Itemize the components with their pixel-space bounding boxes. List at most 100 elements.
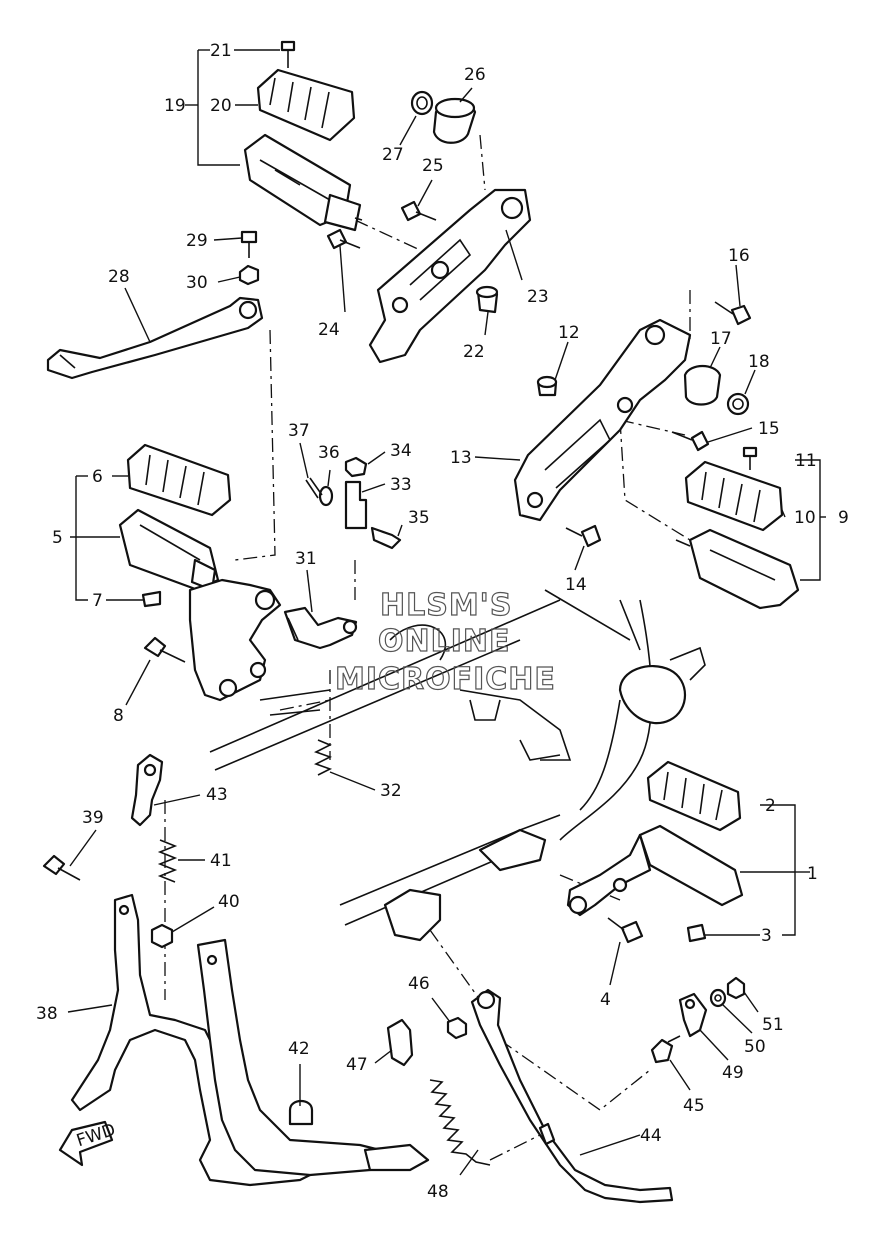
fwd-arrow-icon: FWD — [58, 1120, 118, 1167]
washer-36 — [318, 485, 334, 507]
callout-50: 50 — [744, 1037, 766, 1057]
watermark-line-2: ONLINE — [378, 624, 511, 659]
bolt-35 — [370, 526, 402, 550]
side-stand-44 — [470, 988, 674, 1204]
callout-3: 3 — [761, 926, 772, 946]
pedal-28 — [46, 296, 264, 380]
bolt-16 — [714, 301, 752, 326]
cap-42 — [288, 1099, 314, 1126]
rubber-26 — [432, 97, 477, 144]
bolt-15 — [671, 430, 710, 452]
plate-47 — [386, 1018, 414, 1067]
washer-50 — [709, 988, 727, 1008]
bracket-23 — [368, 188, 532, 364]
callout-2: 2 — [765, 796, 776, 816]
callout-33: 33 — [390, 475, 412, 495]
callout-12: 12 — [558, 323, 580, 343]
footrest-5 — [118, 508, 220, 592]
callout-leaders — [67, 49, 826, 1176]
callout-10: 10 — [794, 508, 816, 528]
footrest-rubber-6 — [126, 443, 232, 517]
callout-44: 44 — [640, 1126, 662, 1146]
callout-18: 18 — [748, 352, 770, 372]
bracket-13 — [513, 318, 692, 522]
callout-29: 29 — [186, 231, 208, 251]
bolt-29 — [240, 230, 258, 258]
callout-11: 11 — [795, 451, 817, 471]
watermark: HLSM'S ONLINE MICROFICHE — [334, 587, 556, 697]
footrest-rubber-2 — [646, 760, 742, 832]
callout-35: 35 — [408, 508, 430, 528]
collar-18 — [726, 392, 750, 416]
collar-27 — [410, 90, 434, 116]
callout-37: 37 — [288, 421, 310, 441]
callout-14: 14 — [565, 575, 587, 595]
spring-41 — [157, 839, 178, 883]
nut-40 — [150, 923, 174, 949]
footrest-9 — [675, 528, 800, 610]
callout-labels: 1 2 3 4 5 6 7 8 9 10 11 12 13 14 15 16 1… — [36, 41, 849, 1202]
callout-9: 9 — [838, 508, 849, 528]
shaft-31 — [283, 606, 358, 650]
cap-7 — [141, 590, 162, 608]
collar-22 — [475, 285, 499, 314]
callout-43: 43 — [206, 785, 228, 805]
callout-49: 49 — [722, 1063, 744, 1083]
nut-51 — [726, 976, 746, 1000]
watermark-line-1: HLSM'S — [380, 588, 512, 623]
callout-20: 20 — [210, 96, 232, 116]
callout-16: 16 — [728, 246, 750, 266]
cap-3 — [686, 923, 707, 943]
callout-41: 41 — [210, 851, 232, 871]
callout-17: 17 — [710, 329, 732, 349]
spring-48 — [429, 1079, 491, 1166]
callout-6: 6 — [92, 467, 103, 487]
bolt-25 — [400, 200, 437, 222]
nut-34 — [344, 456, 368, 478]
callout-8: 8 — [113, 706, 124, 726]
bolt-11 — [742, 446, 758, 470]
callout-28: 28 — [108, 267, 130, 287]
footrest-rubber-10 — [684, 460, 784, 532]
callout-22: 22 — [463, 342, 485, 362]
callout-26: 26 — [464, 65, 486, 85]
footrest-1 — [566, 824, 744, 917]
spring-32 — [313, 739, 333, 776]
joint-33 — [344, 480, 368, 530]
callout-40: 40 — [218, 892, 240, 912]
footrest-bracket-5b — [188, 578, 282, 702]
switch-45 — [650, 1035, 681, 1064]
callout-1: 1 — [807, 864, 818, 884]
callout-13: 13 — [450, 448, 472, 468]
bolt-14 — [565, 524, 602, 548]
nut-46 — [446, 1016, 468, 1040]
bolt-24 — [326, 228, 361, 250]
callout-27: 27 — [382, 145, 404, 165]
callout-5: 5 — [52, 528, 63, 548]
nut-30 — [238, 264, 260, 286]
callout-19: 19 — [164, 96, 186, 116]
callout-25: 25 — [422, 156, 444, 176]
footrest-rubber-20 — [256, 68, 356, 142]
callout-42: 42 — [288, 1039, 310, 1059]
callout-51: 51 — [762, 1015, 784, 1035]
watermark-line-3: MICROFICHE — [335, 662, 556, 697]
callout-15: 15 — [758, 419, 780, 439]
callout-30: 30 — [186, 273, 208, 293]
callout-31: 31 — [295, 549, 317, 569]
callout-4: 4 — [600, 990, 611, 1010]
callout-45: 45 — [683, 1096, 705, 1116]
frame-outline — [209, 589, 706, 942]
callout-32: 32 — [380, 781, 402, 801]
callout-36: 36 — [318, 443, 340, 463]
callout-47: 47 — [346, 1055, 368, 1075]
bolt-4 — [607, 917, 644, 944]
footrest-19 — [243, 133, 363, 232]
rubber-17 — [683, 364, 722, 406]
bracket-49 — [678, 992, 708, 1038]
bolt-39 — [42, 854, 81, 881]
collar-12 — [536, 375, 558, 397]
bolt-8 — [143, 636, 186, 663]
bracket-43 — [130, 753, 164, 827]
